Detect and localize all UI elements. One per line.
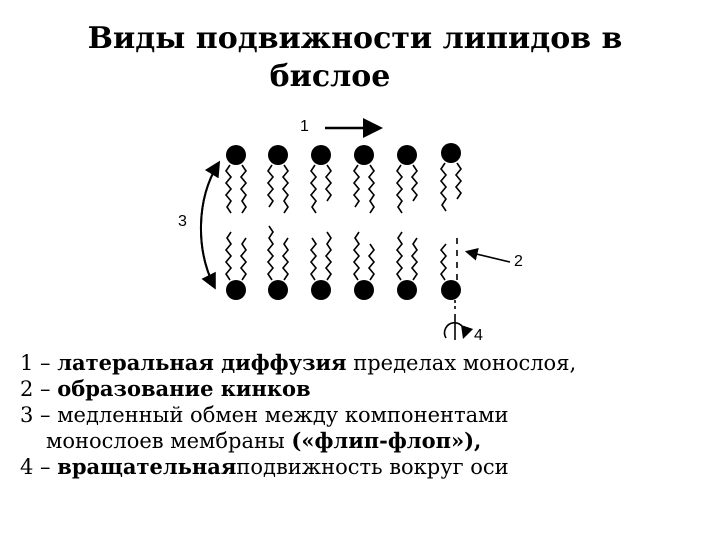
legend-text: пределах монослоя, [346,351,577,375]
legend-text: медленный обмен между компонентами [50,403,509,427]
legend-num: 1 – [20,351,51,375]
legend-bold: («флип-флоп»), [291,428,482,453]
legend-bold: образование кинков [57,376,311,401]
tail [410,237,419,281]
rotation-arrow [443,322,474,340]
lipid-head [311,280,331,300]
slide-title: Виды подвижности липидов в бислое [0,20,720,96]
title-line-1: Виды подвижности липидов в [87,21,623,56]
tail [352,231,361,281]
lipid-head [354,280,374,300]
lipid-tails [224,162,463,281]
legend-item-4: 4 – вращательнаяподвижность вокруг оси [20,454,710,480]
tail [439,243,448,281]
label-1: 1 [300,118,309,135]
tail [309,237,318,281]
legend-bold: вращательная [57,454,237,479]
lipid-head [397,280,417,300]
tail [281,164,290,214]
tail [239,237,248,281]
legend-num: 3 – [20,403,51,427]
tail [224,164,233,214]
tail [224,231,233,281]
legend-item-1: 1 – латеральная диффузия пределах моносл… [20,350,710,376]
legend-item-3: 3 – медленный обмен между компонентами [20,402,710,428]
tail [439,162,448,212]
label-3: 3 [178,213,187,230]
lipid-head [311,145,331,165]
lipid-head [354,145,374,165]
tail [410,164,419,202]
legend-num: 2 – [20,377,51,401]
legend: 1 – латеральная диффузия пределах моносл… [20,350,710,480]
legend-item-3-cont: монослоев мембраны («флип-флоп»), [20,428,710,454]
legend-bold: латеральная диффузия [57,350,347,375]
tail [239,164,248,214]
label-2: 2 [514,253,523,270]
lipid-head [268,280,288,300]
tail [395,164,404,214]
tail [309,164,318,214]
title-line-2: бислое [269,59,391,94]
tail [395,231,404,281]
lipid-head [397,145,417,165]
flip-flop-arrow-reverse [200,160,221,287]
legend-item-2: 2 – образование кинков [20,376,710,402]
lipid-head [226,280,246,300]
kink-arrow [464,247,511,263]
tail [454,162,463,200]
tail [367,243,376,281]
label-4: 4 [474,327,483,344]
legend-text: подвижность вокруг оси [236,455,509,479]
tail [266,225,275,281]
lipid-head [268,145,288,165]
tail [266,164,275,208]
tail [352,164,361,208]
bottom-lipid-heads [226,280,461,300]
tail [367,164,376,214]
tail [324,231,333,281]
legend-num: 4 – [20,455,51,479]
tail [324,164,333,202]
lipid-head [441,143,461,163]
lipid-head [441,280,461,300]
legend-text: монослоев мембраны [46,429,292,453]
top-lipid-heads [226,143,461,165]
tail [281,237,290,281]
lipid-head [226,145,246,165]
